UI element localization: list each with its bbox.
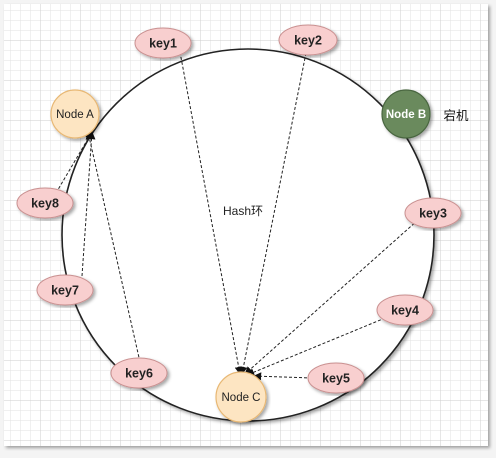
node-b-status-note: 宕机 (443, 108, 469, 123)
key4-ellipse: key4 (376, 294, 434, 326)
key8-label: key8 (31, 197, 59, 211)
node-a-label: Node A (56, 109, 94, 121)
key1-ellipse: key1 (134, 27, 192, 59)
node-c-label: Node C (222, 392, 261, 404)
key-ellipses: key1 key2 key3 key4 key5 key6 key7 key8 (16, 24, 462, 394)
key5-label: key5 (322, 372, 350, 386)
key3-ellipse: key3 (404, 197, 462, 229)
arrow-key4-to-node-c (246, 315, 391, 376)
arrow-key7-to-node-a (81, 131, 96, 277)
arrow-key6-to-node-a (85, 131, 141, 363)
key2-ellipse: key2 (278, 24, 338, 56)
key7-ellipse: key7 (36, 274, 94, 306)
key8-ellipse: key8 (16, 187, 74, 219)
node-c: Node C (215, 371, 267, 423)
key2-label: key2 (294, 34, 322, 48)
key5-ellipse: key5 (307, 362, 365, 394)
key3-label: key3 (419, 207, 447, 221)
node-b-label: Node B (386, 109, 426, 121)
arrow-key2-to-node-c (239, 52, 307, 375)
arrow-key8-to-node-a (55, 131, 93, 194)
arrow-key3-to-node-c (244, 219, 419, 375)
arrow-key1-to-node-c (179, 51, 243, 375)
key7-label: key7 (51, 284, 79, 298)
key1-label: key1 (149, 37, 177, 51)
key6-label: key6 (125, 367, 153, 381)
ring-label: Hash环 (223, 204, 263, 218)
key6-ellipse: key6 (110, 357, 168, 389)
key4-label: key4 (391, 304, 419, 318)
node-b: Node B (381, 89, 431, 139)
node-a: Node A (50, 89, 100, 139)
mapping-arrows (55, 51, 419, 381)
